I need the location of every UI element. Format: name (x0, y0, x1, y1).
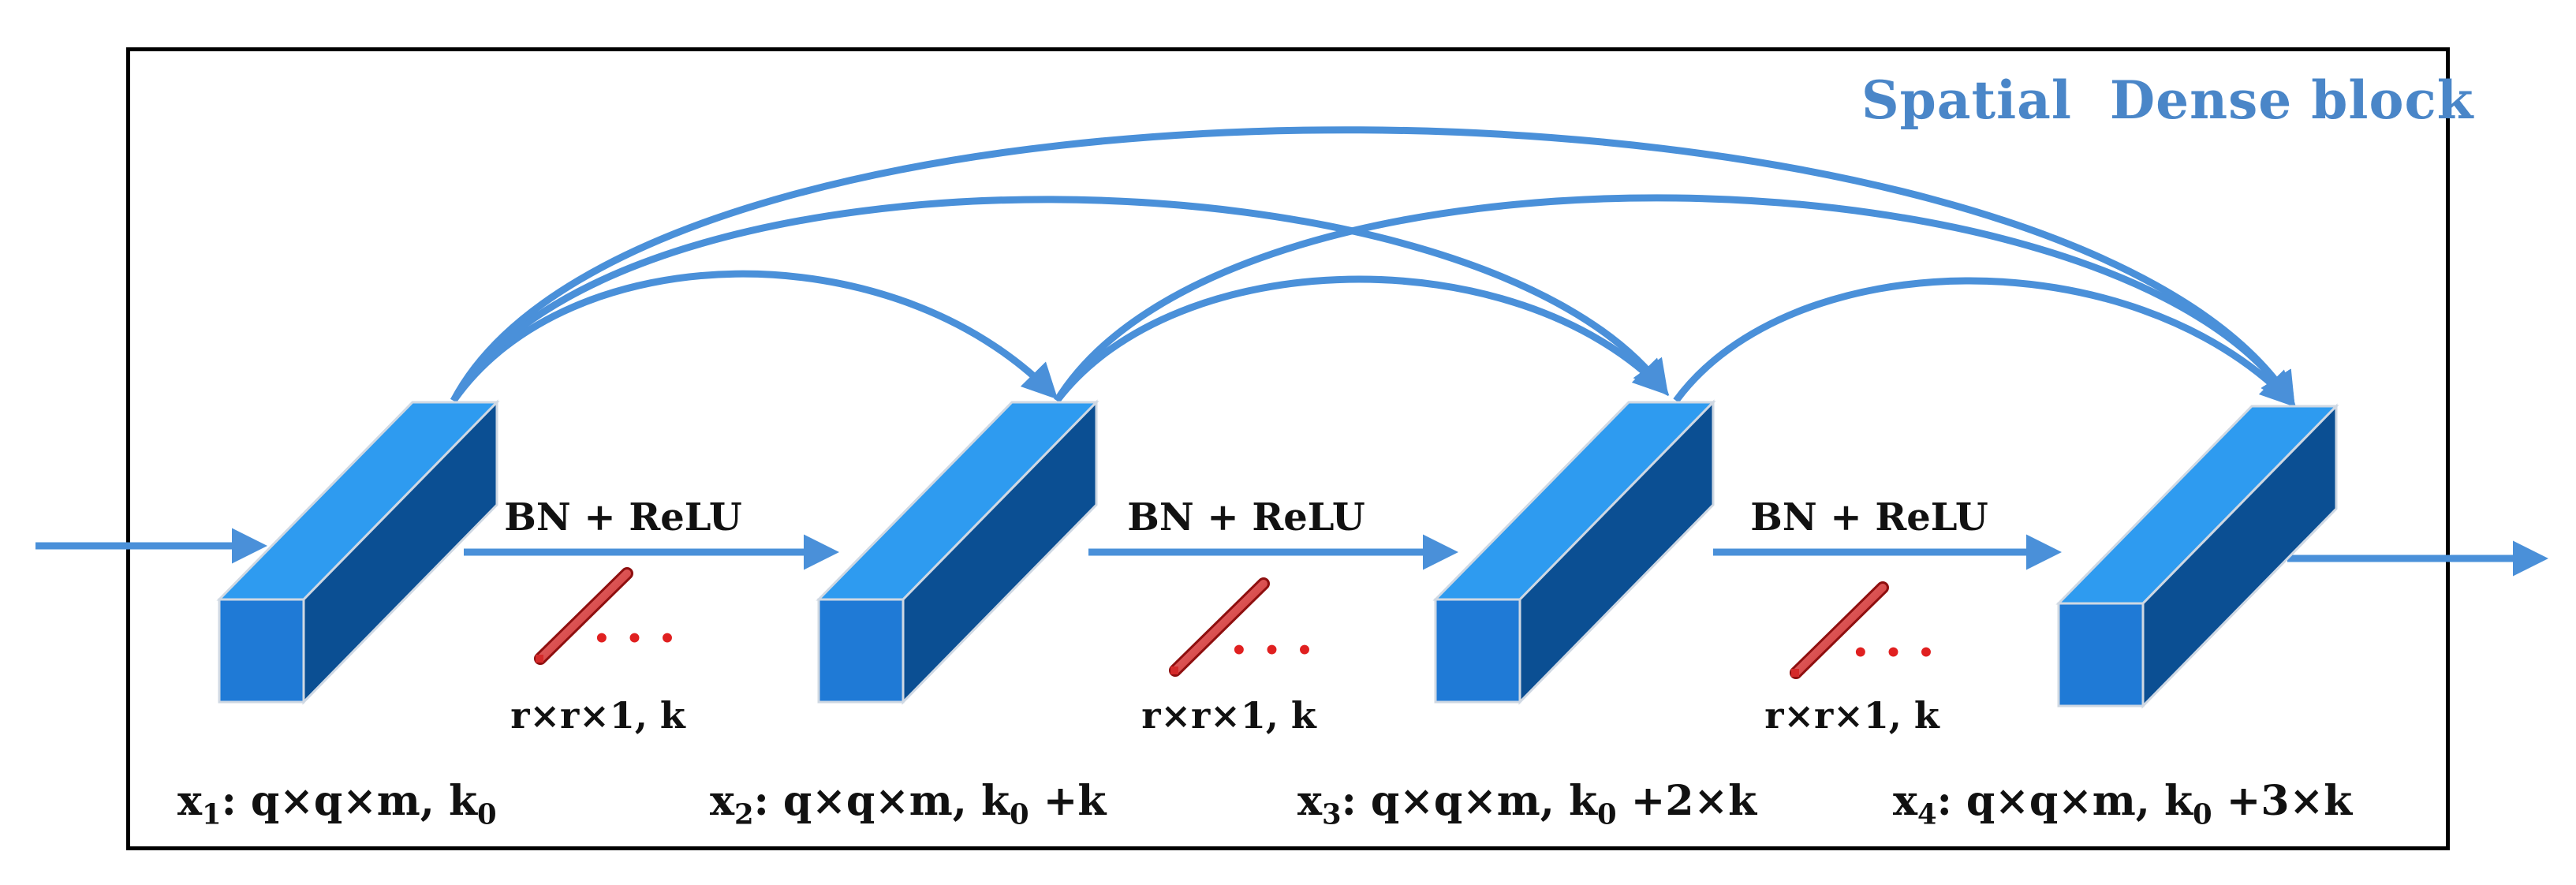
block-title: Spatial Dense block (1861, 69, 2474, 131)
op-label-1: BN + ReLU (504, 495, 742, 540)
conv-kernel-2 (1169, 577, 1270, 677)
feature-block-x3 (1432, 399, 1716, 705)
skip-arrow-x1-to-x4 (450, 126, 2295, 409)
kernel-ellipsis-3: • • • (1852, 637, 1938, 669)
kernel-ellipsis-1: • • • (593, 623, 679, 655)
feature-map-label-x2: x2: q×q×m, k0 +k (710, 777, 1107, 831)
feature-map-label-x1: x1: q×q×m, k0 (177, 777, 497, 831)
kernel-label-1: r×r×1, k (510, 694, 685, 737)
kernel-label-3: r×r×1, k (1764, 694, 1939, 737)
dense-block-frame (126, 47, 2450, 850)
conv-kernel-1 (534, 567, 633, 665)
skip-arrow-x2-to-x3 (1054, 275, 1670, 403)
skip-arrow-x3-to-x4 (1673, 277, 2297, 408)
feature-block-x4 (2055, 403, 2339, 709)
op-label-3: BN + ReLU (1750, 495, 1988, 540)
kernel-label-2: r×r×1, k (1141, 694, 1316, 737)
skip-arrow-x1-to-x2 (450, 270, 1058, 403)
conv-kernel-3 (1790, 581, 1889, 679)
skip-arrow-x2-to-x4 (1054, 194, 2295, 409)
kernel-ellipsis-2: • • • (1230, 635, 1316, 667)
feature-block-x1 (216, 399, 500, 705)
skip-arrow-x1-to-x3 (450, 196, 1669, 403)
feature-block-x2 (816, 399, 1099, 705)
feature-map-label-x4: x4: q×q×m, k0 +3×k (1893, 777, 2353, 831)
op-label-2: BN + ReLU (1127, 495, 1365, 540)
feature-map-label-x3: x3: q×q×m, k0 +2×k (1297, 777, 1757, 831)
